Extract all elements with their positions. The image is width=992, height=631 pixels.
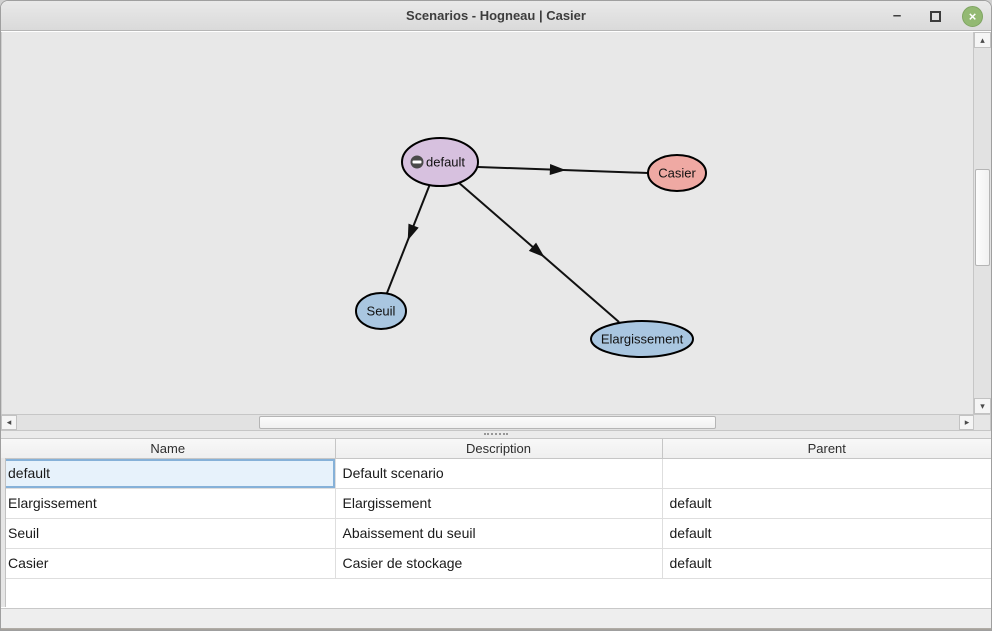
close-button[interactable]: ×	[962, 5, 983, 27]
scroll-down-icon: ▾	[980, 400, 985, 411]
splitter-grip-icon	[484, 433, 508, 435]
window-title: Scenarios - Hogneau | Casier	[406, 8, 586, 23]
node-label: Casier	[658, 166, 696, 181]
arrowhead-icon	[407, 223, 419, 241]
cell-name[interactable]: default	[1, 458, 336, 489]
close-icon: ×	[968, 8, 977, 24]
column-header-description[interactable]: Description	[335, 439, 663, 459]
node-Casier[interactable]: Casier	[647, 154, 707, 192]
column-header-parent[interactable]: Parent	[662, 439, 991, 459]
node-label: Seuil	[367, 304, 396, 319]
titlebar[interactable]: Scenarios - Hogneau | Casier – ×	[1, 1, 991, 31]
maximize-icon	[929, 10, 941, 22]
arrowhead-icon	[549, 164, 566, 176]
arrowhead-icon	[528, 242, 545, 258]
scrollbar-corner	[973, 414, 991, 431]
column-header-name[interactable]: Name	[1, 439, 336, 459]
cell-description[interactable]: Elargissement	[335, 488, 663, 519]
cell-description[interactable]: Default scenario	[335, 458, 663, 489]
vertical-scrollbar-thumb[interactable]	[975, 169, 990, 266]
cell-name[interactable]: Casier	[1, 548, 336, 579]
maximize-button[interactable]	[924, 1, 946, 31]
cell-name[interactable]: Seuil	[1, 518, 336, 549]
cell-parent[interactable]	[662, 458, 991, 489]
scroll-right-icon: ▸	[964, 417, 970, 427]
node-Elargissement[interactable]: Elargissement	[590, 320, 694, 358]
row-header-strip	[1, 458, 6, 607]
cell-description[interactable]: Casier de stockage	[335, 548, 663, 579]
minimize-button[interactable]: –	[892, 7, 902, 24]
window-bottom-edge	[1, 628, 991, 630]
table-header-row: Name Description Parent	[1, 439, 991, 459]
cell-parent[interactable]: default	[662, 548, 991, 579]
scroll-up-icon: ▴	[980, 34, 985, 45]
scroll-up-button[interactable]: ▴	[974, 32, 991, 48]
pane-splitter[interactable]	[1, 431, 991, 438]
cell-name[interactable]: Elargissement	[1, 488, 336, 519]
status-bar	[1, 608, 991, 628]
minus-circle-icon	[410, 155, 424, 169]
cell-parent[interactable]: default	[662, 488, 991, 519]
node-label: default	[426, 155, 465, 170]
scroll-down-button[interactable]: ▾	[974, 398, 991, 414]
horizontal-scrollbar[interactable]: ◂ ▸	[1, 414, 975, 431]
node-default[interactable]: default	[401, 137, 479, 187]
scroll-left-button[interactable]: ◂	[1, 415, 17, 430]
horizontal-scrollbar-thumb[interactable]	[259, 416, 716, 429]
scroll-left-icon: ◂	[6, 417, 12, 427]
window-controls: – ×	[886, 1, 983, 31]
node-label: Elargissement	[601, 332, 684, 347]
node-Seuil[interactable]: Seuil	[355, 292, 407, 330]
cell-parent[interactable]: default	[662, 518, 991, 549]
cell-description[interactable]: Abaissement du seuil	[335, 518, 663, 549]
vertical-scrollbar[interactable]: ▴ ▾	[973, 32, 991, 414]
